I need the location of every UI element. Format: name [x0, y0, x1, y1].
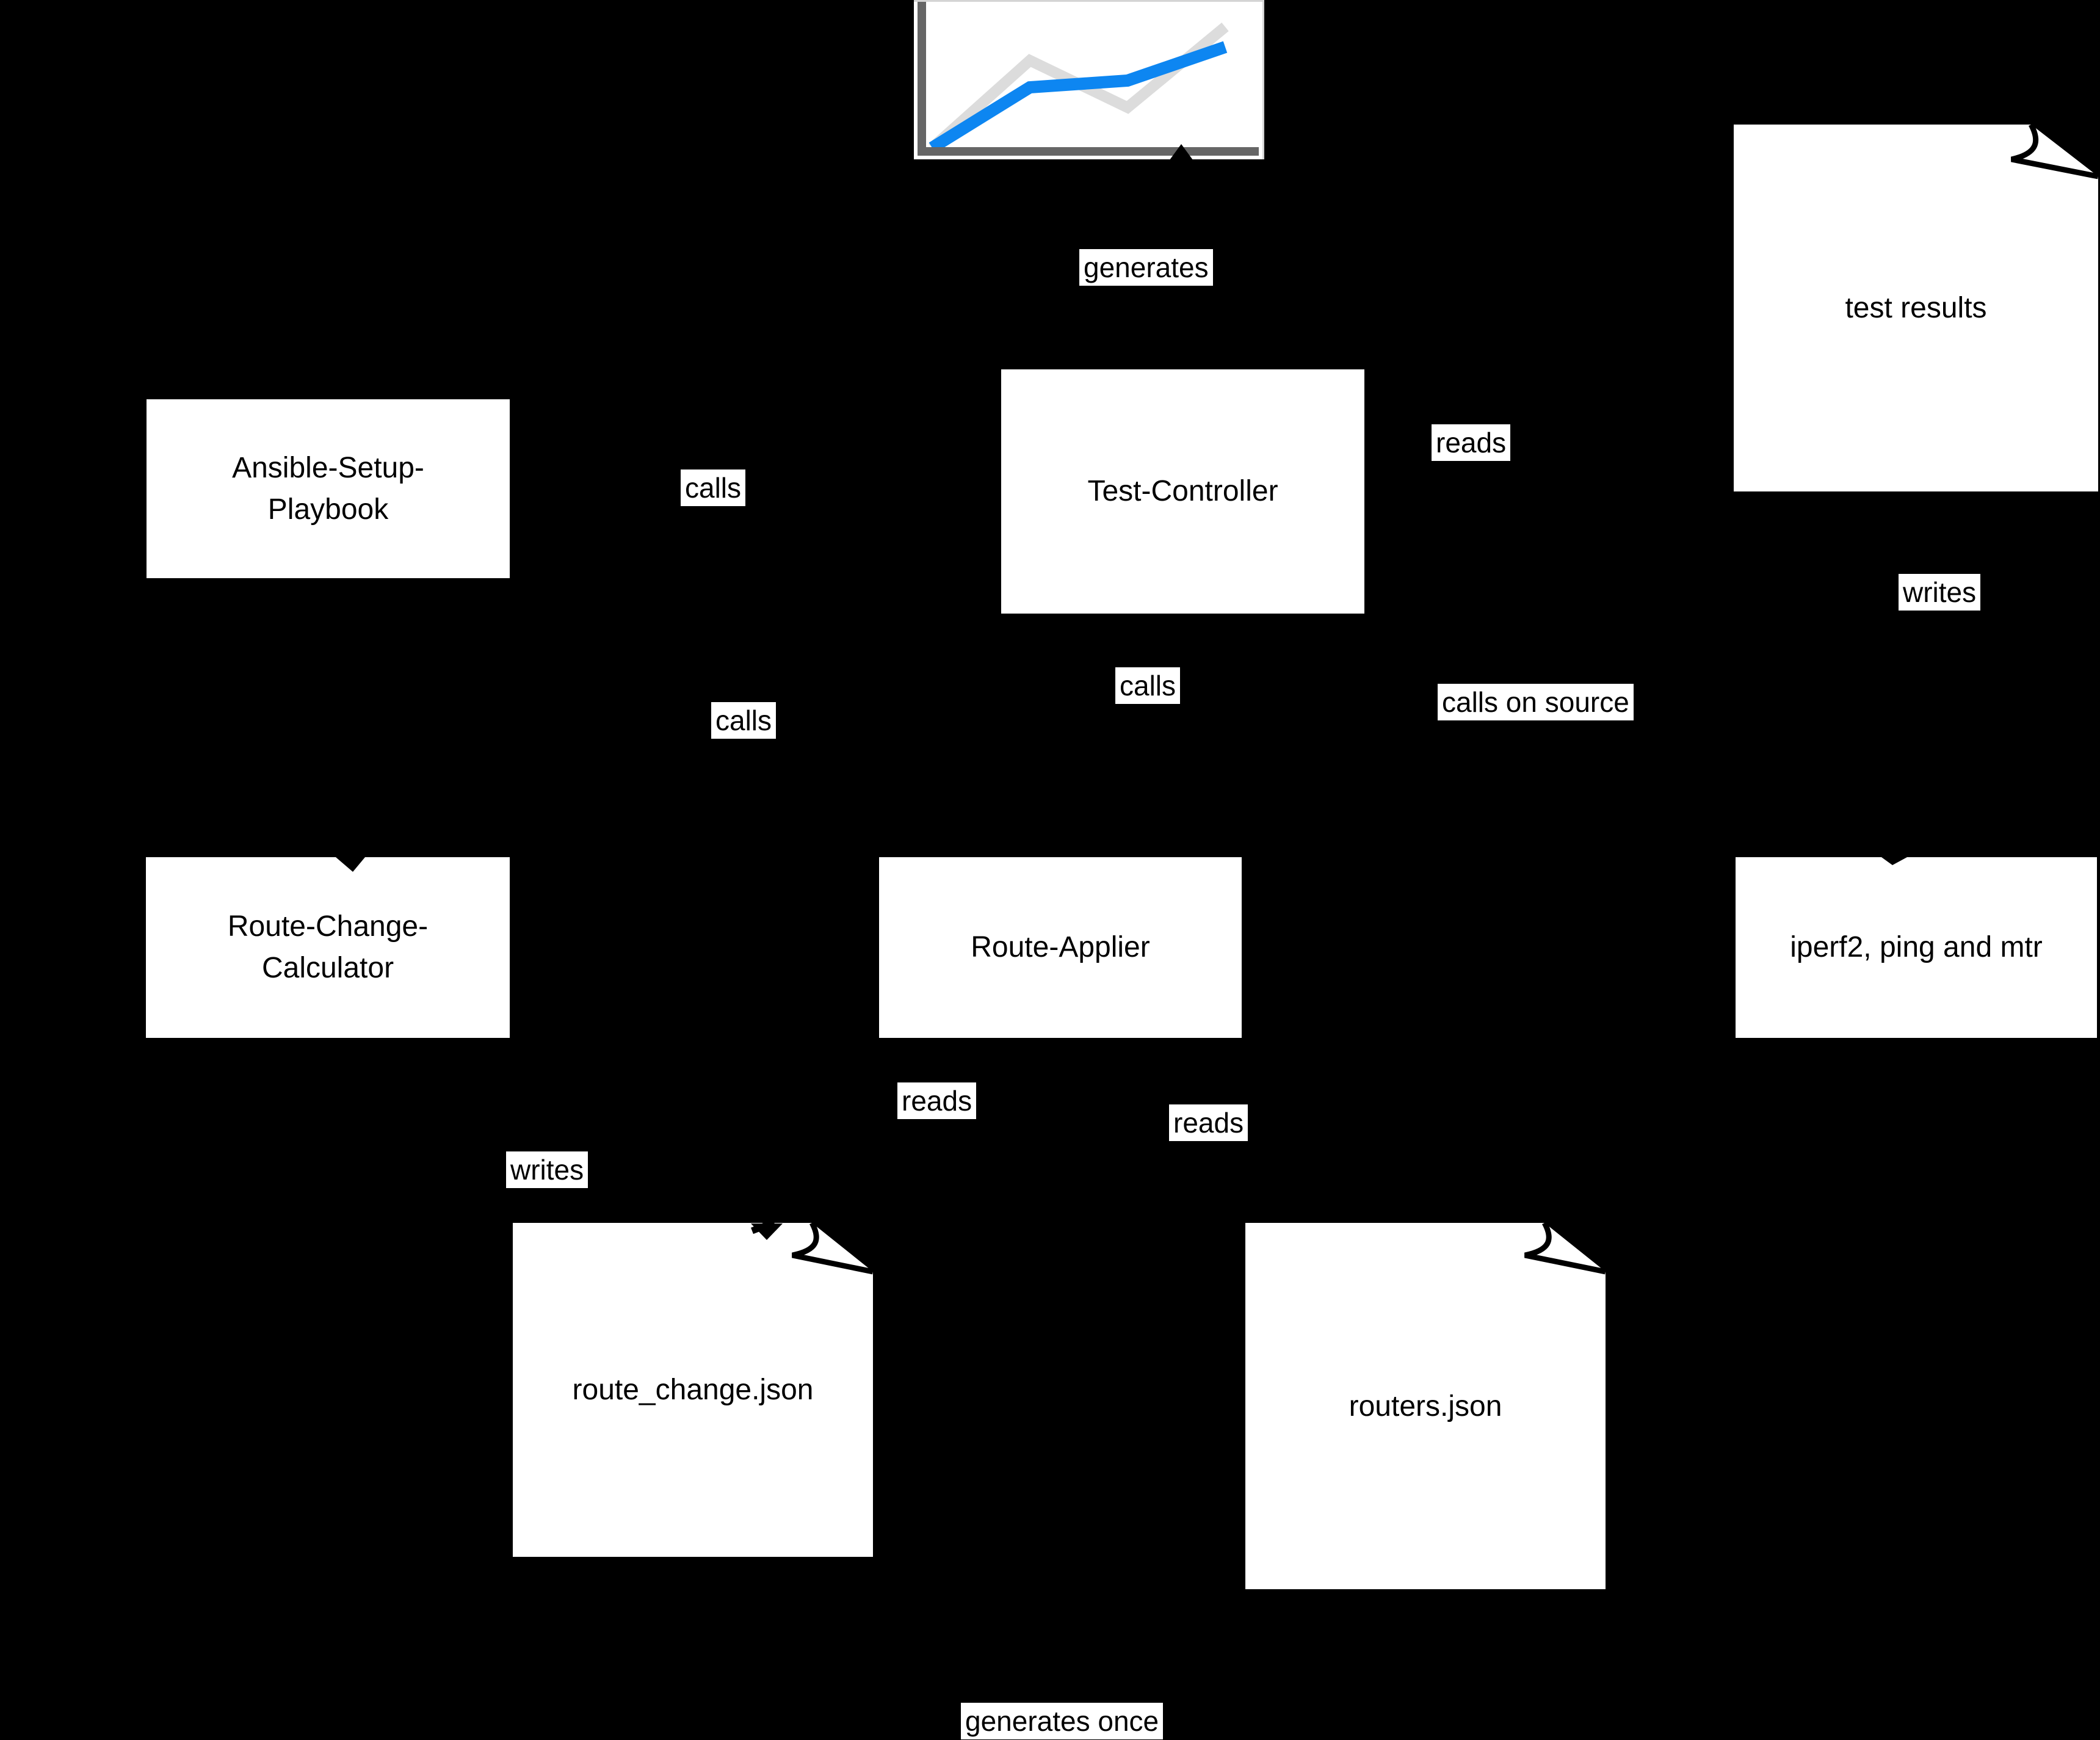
- edge-label-writes-right: writes: [1899, 574, 1981, 611]
- node-label-line: Route-Change-: [227, 910, 429, 943]
- edge-label-calls-upper-left: calls: [681, 469, 746, 506]
- node-label: test results: [1845, 292, 1987, 324]
- edge-label-generates-once: generates once: [961, 1703, 1164, 1739]
- node-route-applier: Route-Applier: [879, 857, 1242, 1038]
- note-shape-icon: [1245, 1223, 1606, 1589]
- edge-label-writes-left: writes: [506, 1151, 588, 1188]
- line-chart-icon: [914, 2, 1262, 159]
- edge-label-reads-top: reads: [1432, 424, 1511, 461]
- node-label-line: Calculator: [261, 952, 394, 984]
- note-shape-icon: [1734, 125, 2098, 491]
- edge-label-calls-center: calls: [1115, 667, 1181, 704]
- node-label-line: Ansible-Setup-: [232, 451, 424, 484]
- note-shape-icon: [513, 1223, 873, 1557]
- node-iperf-ping-mtr: iperf2, ping and mtr: [1736, 857, 2097, 1038]
- chart-thumbnail: [914, 0, 1264, 159]
- edge-label-generates: generates: [1079, 249, 1213, 286]
- edge-label-reads-right: reads: [1169, 1104, 1248, 1141]
- node-label: Test-Controller: [1087, 475, 1278, 507]
- edge-label-calls-lower-left: calls: [711, 702, 777, 739]
- node-route-change-calculator: Route-Change- Calculator: [146, 857, 510, 1038]
- edge-label-reads-left: reads: [897, 1082, 977, 1119]
- node-label: route_change.json: [572, 1374, 814, 1406]
- node-label: routers.json: [1349, 1390, 1502, 1423]
- node-label: iperf2, ping and mtr: [1790, 931, 2043, 963]
- node-test-controller: Test-Controller: [1001, 369, 1364, 614]
- node-ansible-setup-playbook: Ansible-Setup- Playbook: [147, 399, 510, 578]
- edge-label-calls-on-source: calls on source: [1438, 684, 1634, 720]
- node-routers-json: routers.json: [1245, 1223, 1606, 1589]
- node-route-change-json: route_change.json: [513, 1223, 873, 1557]
- node-test-results: test results: [1734, 125, 2098, 491]
- node-label-line: Playbook: [267, 493, 389, 526]
- node-label: Route-Applier: [971, 931, 1150, 963]
